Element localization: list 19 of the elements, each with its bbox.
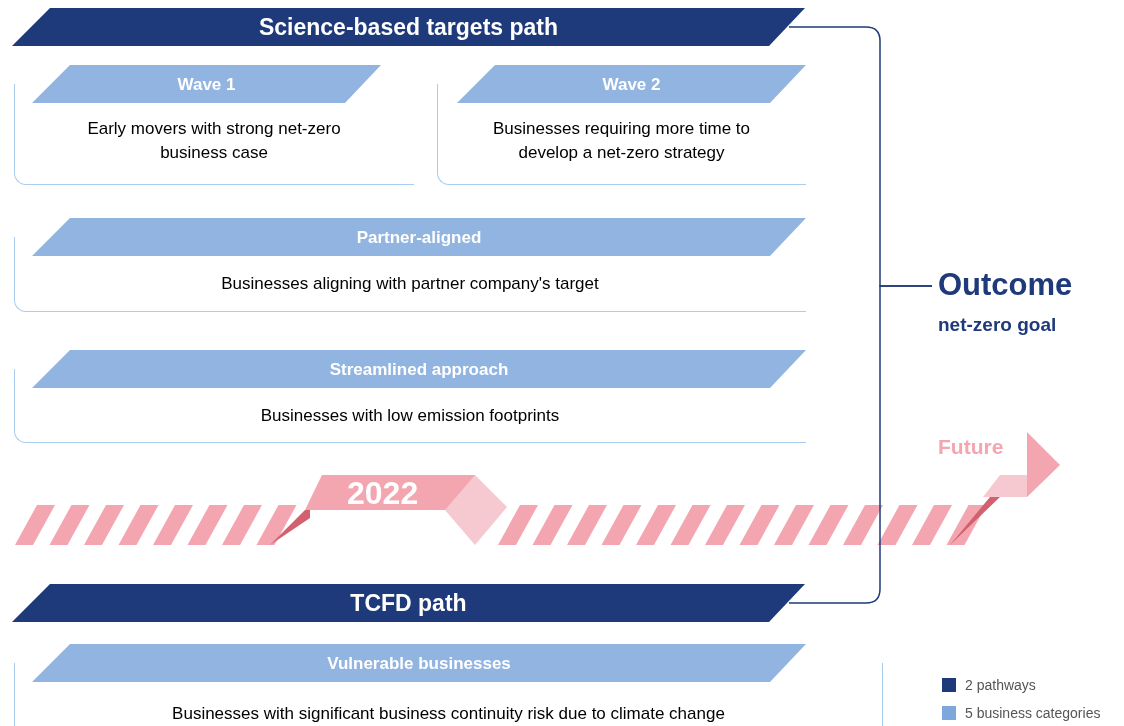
outcome-text: net-zero goal (938, 313, 1057, 337)
legend-text: 2 pathways (965, 676, 1036, 694)
outcome-heading: Outcome (938, 266, 1073, 304)
category-description: Businesses requiring more time to develop a net-zero strategy (492, 118, 751, 164)
category-description: Businesses aligning with partner company's target (221, 273, 599, 295)
category-heading: Wave 1 (32, 65, 381, 103)
category-heading: Vulnerable businesses (32, 644, 806, 682)
year-label: 2022 (347, 475, 419, 511)
pathway-banner: TCFD path (12, 584, 805, 622)
future-label: Future (938, 434, 1004, 460)
legend-text: 5 business categories (965, 704, 1101, 722)
category-heading: Streamlined approach (32, 350, 806, 388)
category-heading: Partner-aligned (32, 218, 806, 256)
category-description: Businesses with significant business continuity risk due to climate change (172, 703, 725, 725)
category-heading: Wave 2 (457, 65, 806, 103)
category-description: Early movers with strong net-zero business case (86, 118, 342, 164)
connector-line (788, 285, 933, 604)
pathway-banner: Science-based targets path (12, 8, 805, 46)
category-description: Businesses with low emission footprints (260, 405, 560, 427)
